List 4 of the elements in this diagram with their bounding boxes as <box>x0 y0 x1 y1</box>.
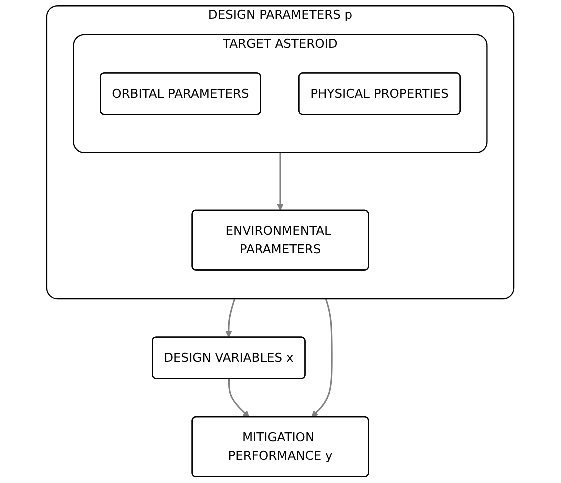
arrow <box>226 298 236 338</box>
arrow <box>312 298 333 418</box>
arrow <box>277 152 284 211</box>
arrow <box>228 379 250 418</box>
